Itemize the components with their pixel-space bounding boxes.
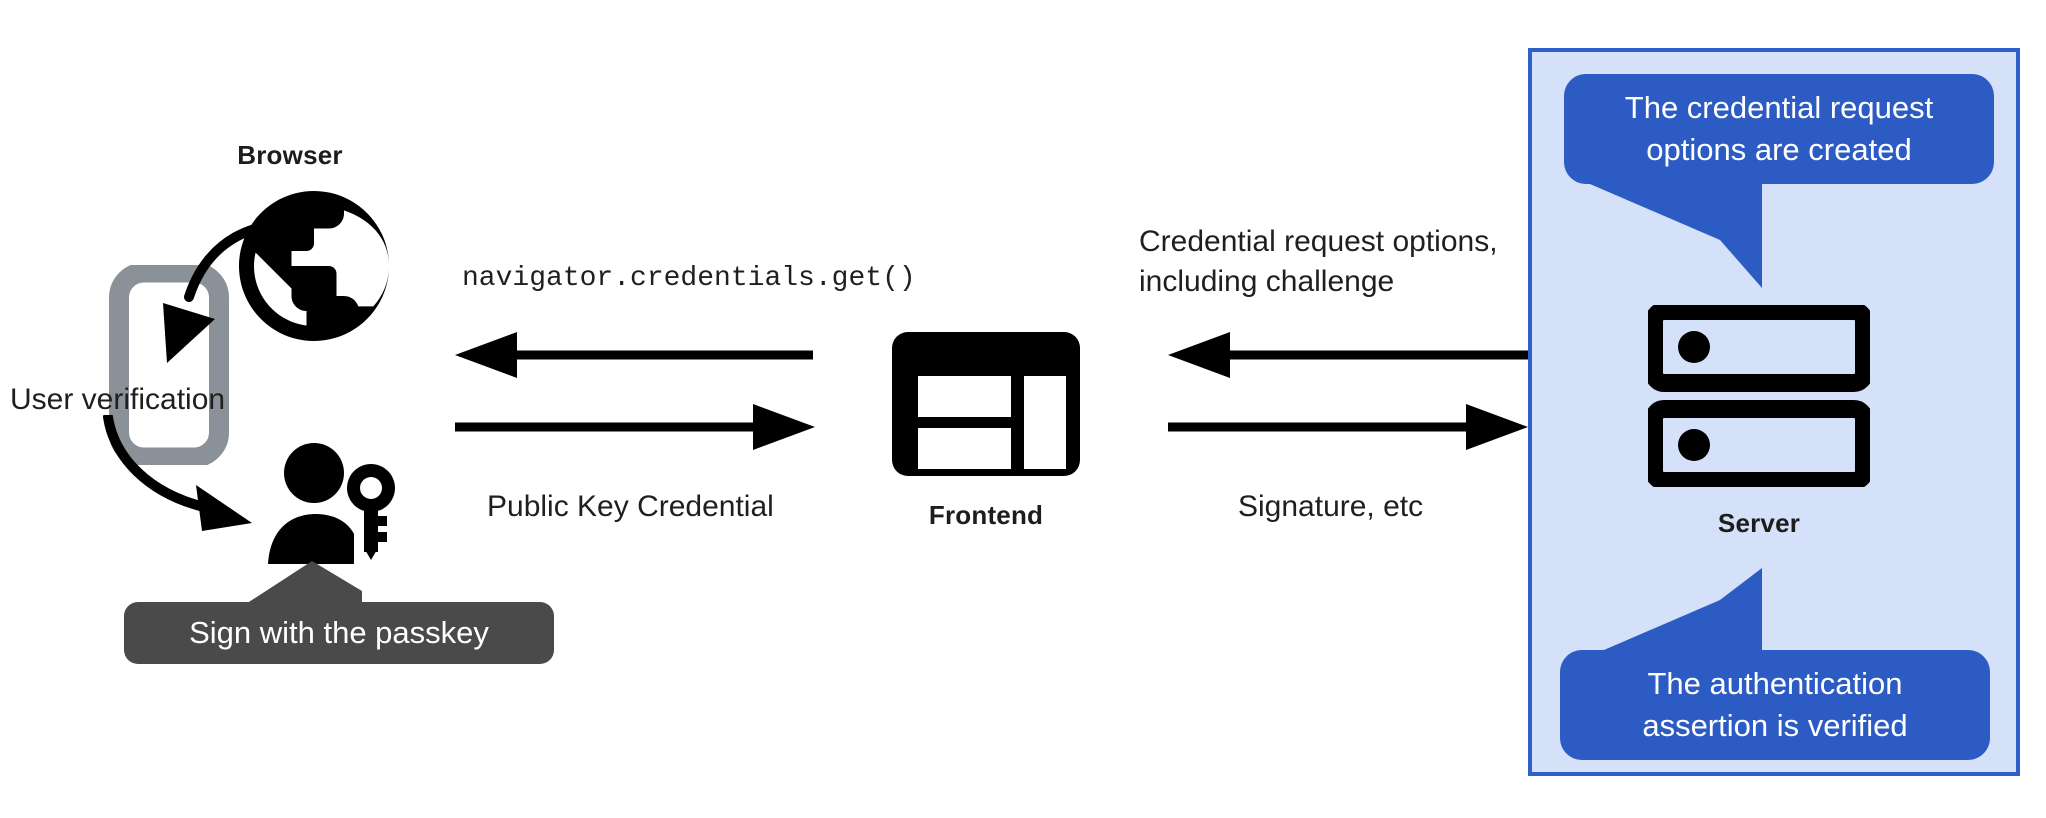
user-verification-label: User verification (10, 383, 226, 416)
arrow-browser-to-frontend (455, 404, 815, 450)
arrow-phone-to-user (103, 415, 252, 531)
assertion-verified-tail (1590, 568, 1762, 658)
arrow-server-to-frontend (1168, 332, 1528, 378)
credential-request-created-tail (1590, 182, 1762, 288)
arrow-frontend-to-browser (455, 332, 813, 378)
public-key-credential-label: Public Key Credential (487, 490, 774, 523)
sign-with-passkey-tail (232, 561, 362, 613)
navigator-credentials-get-label: navigator.credentials.get() (462, 263, 916, 294)
frontend-label: Frontend (928, 500, 1044, 530)
server-label: Server (1717, 508, 1801, 538)
arrow-browser-to-phone (163, 219, 312, 363)
person-with-key-icon (258, 440, 408, 570)
sign-with-passkey-callout: Sign with the passkey (124, 602, 554, 664)
browser-label: Browser (237, 140, 343, 170)
server-rack-icon (1645, 302, 1873, 490)
credential-request-created-callout: The credential request options are creat… (1564, 74, 1994, 184)
signature-etc-label: Signature, etc (1238, 490, 1424, 523)
smartphone-icon (108, 262, 230, 468)
arrow-frontend-to-server (1168, 404, 1528, 450)
assertion-verified-callout: The authentication assertion is verified (1560, 650, 1990, 760)
web-layout-icon (888, 328, 1084, 480)
credential-request-options-label: Credential request options, including ch… (1139, 225, 1498, 298)
